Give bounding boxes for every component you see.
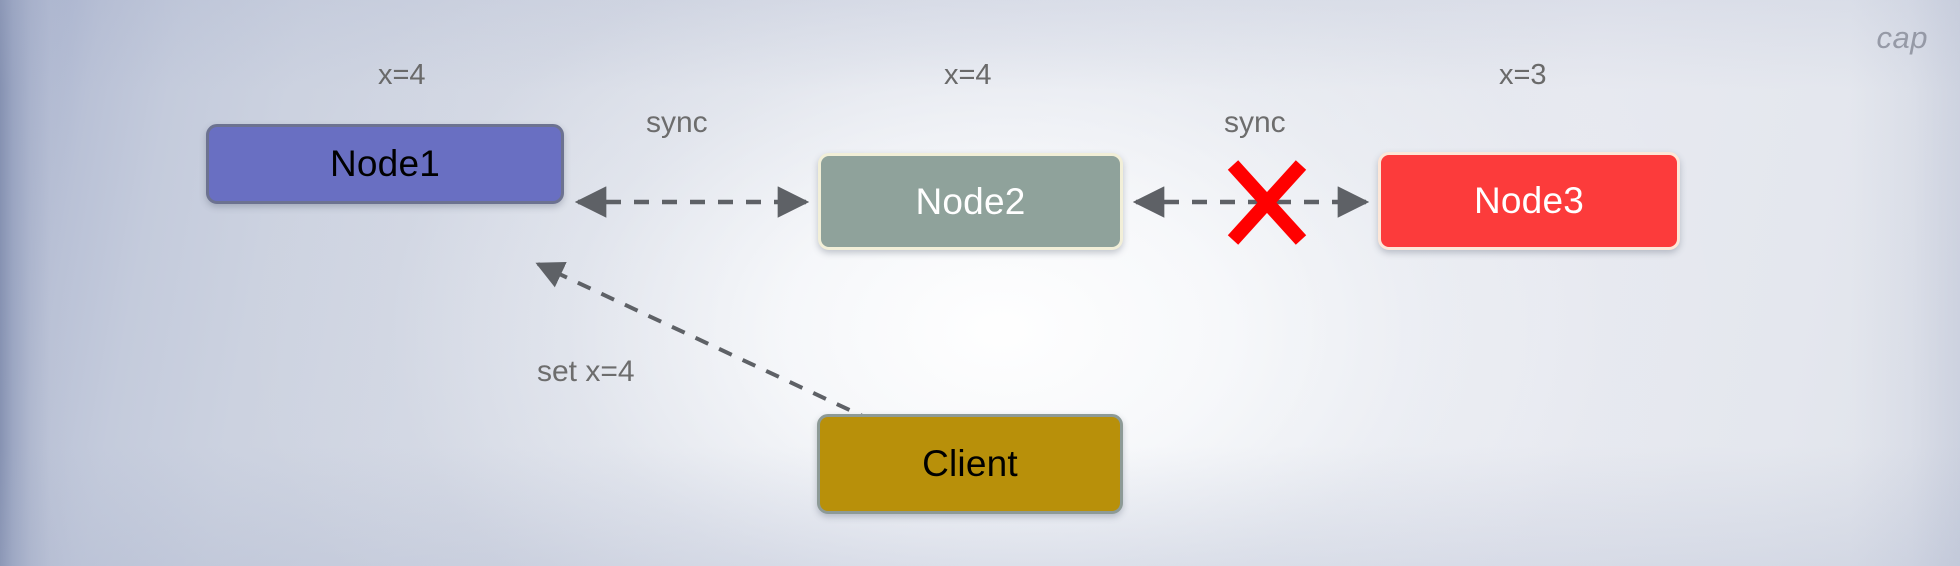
- edge-client-node1-line: [535, 262, 874, 423]
- node-node1[interactable]: Node1: [206, 124, 564, 204]
- state-label-node3: x=3: [1499, 59, 1547, 91]
- node-node3[interactable]: Node3: [1378, 152, 1680, 250]
- edge-client-node1: [535, 262, 874, 423]
- state-label-node1: x=4: [378, 59, 426, 91]
- left-edge-gradient-band: [0, 0, 72, 566]
- state-label-node2: x=4: [944, 59, 992, 91]
- node-node2[interactable]: Node2: [818, 153, 1123, 250]
- node-node3-label: Node3: [1473, 180, 1585, 221]
- watermark-cap: cap: [1876, 20, 1928, 55]
- edge-label-set-x: set x=4: [537, 355, 635, 388]
- right-edge-gradient-band: [1850, 0, 1960, 566]
- node-node1-label: Node1: [329, 143, 441, 184]
- node-client[interactable]: Client: [817, 414, 1123, 514]
- node-client-label: Client: [922, 443, 1018, 484]
- edge-label-sync-node1-node2: sync: [646, 106, 708, 139]
- edge-label-sync-node2-node3: sync: [1224, 106, 1286, 139]
- cross-icon: [1227, 160, 1307, 245]
- node-node2-label: Node2: [915, 180, 1026, 222]
- edge-node2-node3: [1132, 160, 1370, 245]
